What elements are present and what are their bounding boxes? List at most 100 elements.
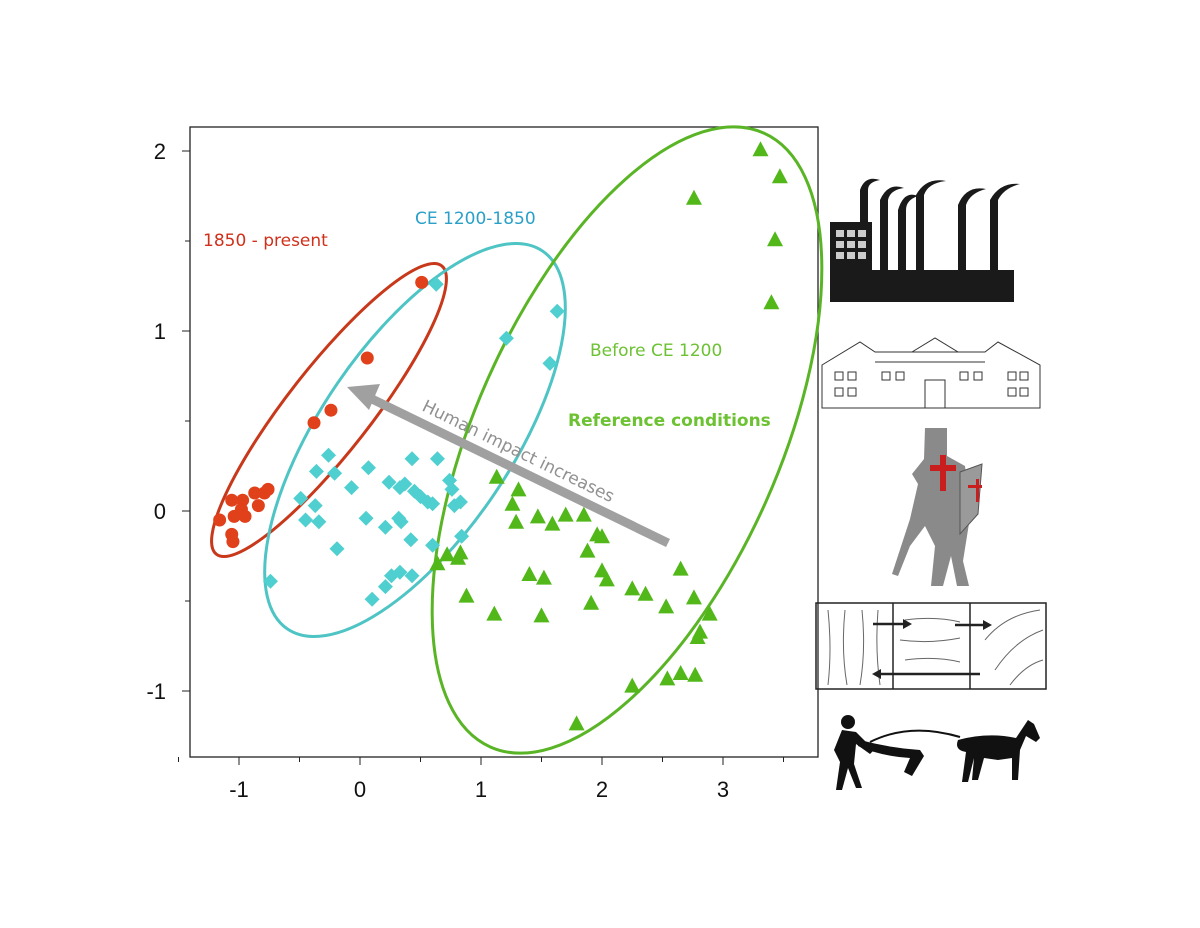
point-diamond — [428, 276, 444, 292]
point-circle — [360, 351, 374, 365]
point-diamond — [262, 573, 278, 589]
point-triangle — [598, 571, 615, 587]
point-circle — [257, 486, 271, 500]
point-triangle — [557, 506, 574, 522]
point-diamond — [392, 564, 408, 580]
label-reference-conditions: Reference conditions — [568, 411, 771, 431]
factory-icon — [830, 178, 1020, 302]
point-circle — [213, 513, 227, 527]
point-circle — [248, 486, 262, 500]
point-diamond — [403, 532, 419, 548]
point-diamond — [329, 541, 345, 557]
y-tick-label: 1 — [154, 319, 166, 344]
point-circle — [251, 499, 265, 513]
point-diamond — [381, 474, 397, 490]
point-diamond — [321, 447, 337, 463]
point-triangle — [568, 715, 585, 731]
point-circle — [227, 509, 241, 523]
point-diamond — [344, 480, 360, 496]
point-triangle — [672, 665, 689, 680]
ellipse-triangle — [430, 125, 824, 755]
point-diamond — [293, 490, 309, 506]
label-ce-1200-1850: CE 1200-1850 — [415, 209, 536, 229]
point-triangle — [429, 555, 446, 571]
point-circle — [415, 275, 429, 289]
point-triangle — [594, 528, 610, 544]
point-triangle — [767, 231, 784, 247]
point-diamond — [307, 498, 323, 514]
point-triangle — [658, 598, 675, 614]
horse-plough-icon — [834, 715, 1040, 790]
point-circle — [225, 493, 239, 507]
point-diamond — [311, 514, 327, 530]
point-diamond — [444, 481, 460, 497]
point-triangle — [752, 141, 769, 157]
point-diamond — [454, 528, 470, 544]
point-triangle — [486, 605, 503, 621]
point-diamond — [404, 451, 420, 467]
point-diamond — [377, 519, 393, 535]
point-diamond — [404, 568, 420, 584]
point-diamond — [298, 512, 314, 528]
point-triangle — [672, 560, 689, 576]
point-diamond — [377, 579, 393, 595]
point-triangle — [624, 677, 641, 693]
point-diamond — [549, 303, 565, 319]
point-diamond — [393, 514, 409, 530]
x-tick-label: 1 — [475, 777, 487, 802]
ellipse-circle — [210, 261, 448, 559]
plot-frame — [189, 126, 819, 758]
point-circle — [324, 403, 338, 417]
point-triangle — [535, 569, 552, 585]
point-triangle — [701, 605, 718, 621]
point-diamond — [358, 510, 374, 526]
point-triangle — [529, 508, 546, 524]
manor-house-icon — [821, 337, 1041, 409]
point-triangle — [685, 589, 702, 605]
point-diamond — [327, 465, 343, 481]
human-impact-arrow — [347, 384, 670, 548]
y-tick-label: 2 — [154, 139, 166, 164]
point-triangle — [624, 580, 641, 596]
wood-grain-board-icon — [815, 602, 1047, 690]
point-triangle — [685, 189, 702, 205]
point-triangle — [504, 495, 521, 511]
point-triangle — [659, 670, 676, 686]
point-triangle — [450, 549, 467, 565]
point-diamond — [425, 537, 441, 553]
point-triangle — [771, 168, 788, 184]
y-tick-label: 0 — [154, 499, 166, 524]
point-triangle — [579, 542, 596, 558]
point-triangle — [637, 585, 654, 601]
x-tick-label: 2 — [596, 777, 608, 802]
point-triangle — [488, 468, 505, 484]
point-diamond — [364, 591, 380, 607]
point-diamond — [425, 496, 441, 512]
point-triangle — [575, 506, 592, 522]
point-triangle — [687, 666, 704, 682]
point-triangle — [583, 594, 600, 610]
label-1850-present: 1850 - present — [203, 231, 328, 251]
point-triangle — [544, 515, 561, 531]
point-circle — [226, 535, 240, 549]
x-tick-label: 0 — [354, 777, 366, 802]
point-triangle — [763, 294, 780, 310]
x-tick-label: -1 — [229, 777, 249, 802]
point-diamond — [360, 460, 376, 476]
point-triangle — [458, 587, 475, 603]
point-diamond — [542, 355, 558, 371]
point-triangle — [510, 481, 527, 497]
crusader-knight-icon — [892, 428, 983, 586]
point-diamond — [308, 463, 324, 479]
point-triangle — [689, 629, 706, 644]
ellipse-diamond — [263, 242, 567, 638]
point-triangle — [521, 566, 538, 581]
point-diamond — [452, 494, 468, 510]
point-triangle — [508, 513, 525, 529]
point-diamond — [429, 451, 445, 467]
y-tick-label: -1 — [146, 679, 166, 704]
label-before-ce-1200: Before CE 1200 — [590, 341, 722, 361]
point-circle — [307, 416, 321, 430]
point-circle — [238, 509, 252, 523]
